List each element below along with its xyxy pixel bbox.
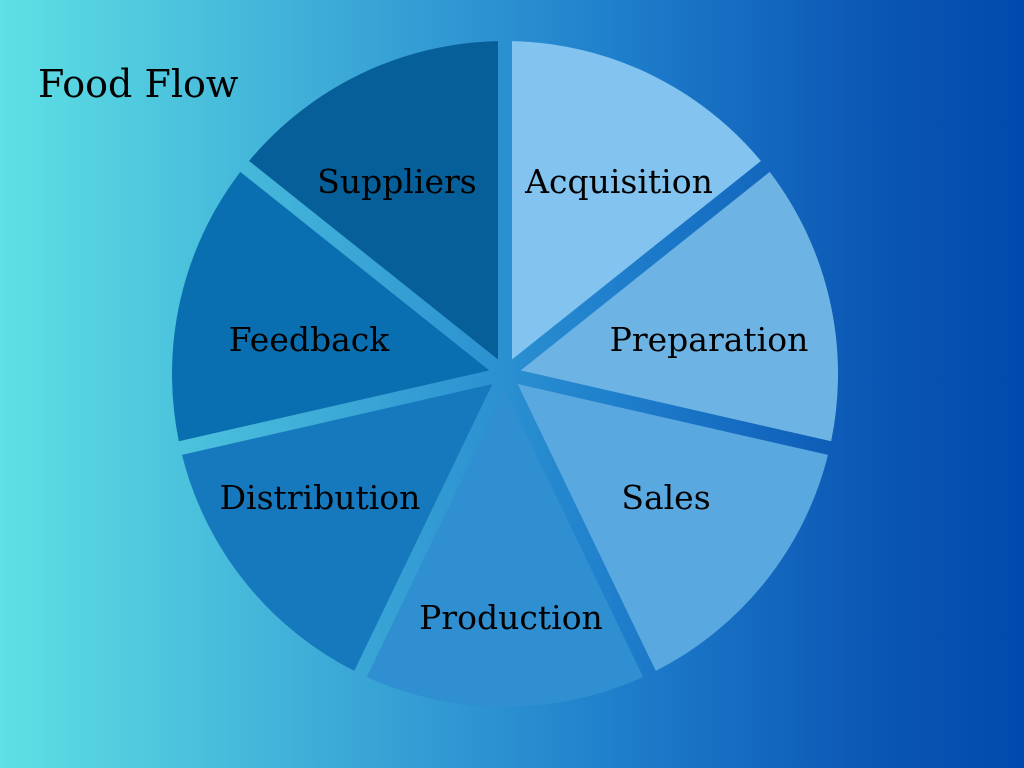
segment-label-preparation: Preparation	[610, 320, 809, 359]
segment-label-distribution: Distribution	[220, 478, 421, 517]
segment-acquisition	[520, 171, 839, 442]
diagram-title: Food Flow	[38, 62, 239, 106]
segment-preparation	[517, 384, 829, 671]
segment-suppliers	[512, 41, 761, 360]
segment-label-sales: Sales	[621, 478, 710, 517]
segment-production	[181, 384, 493, 671]
segment-feedback	[249, 41, 498, 360]
segment-label-production: Production	[419, 598, 603, 637]
segment-label-suppliers: Suppliers	[317, 162, 476, 201]
segment-label-feedback: Feedback	[229, 320, 391, 359]
segment-sales	[366, 390, 644, 707]
segment-distribution	[171, 171, 490, 442]
segment-label-acquisition: Acquisition	[524, 162, 713, 201]
